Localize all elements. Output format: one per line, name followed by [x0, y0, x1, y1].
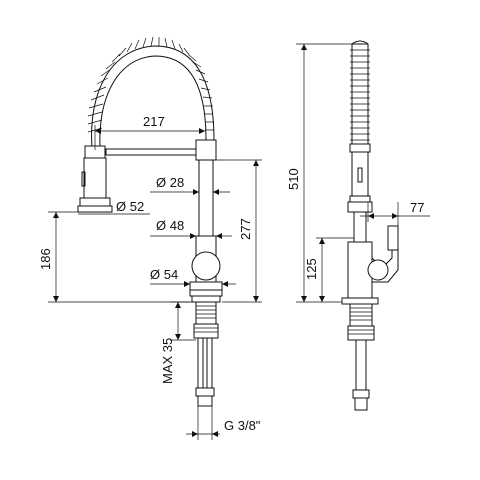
front-view: 217 Ø 28 Ø 52 Ø 48 277 186 Ø 54 MAX 35 G…: [38, 36, 262, 440]
side-spray-head: [347, 143, 373, 213]
dim-77-label: 77: [410, 200, 424, 215]
dim-max35-label: MAX 35: [160, 338, 175, 384]
dim-dia28-label: Ø 28: [156, 175, 184, 190]
side-view: 510 125 77: [286, 40, 430, 411]
spring-coil: [87, 36, 215, 149]
dim-dia52-label: Ø 52: [116, 199, 144, 214]
side-spring-coil: [350, 40, 370, 145]
dim-dia48-label: Ø 48: [156, 218, 184, 233]
side-shank-hose: [347, 303, 375, 411]
side-body: [341, 225, 399, 305]
dim-217-label: 217: [143, 114, 165, 129]
dim-510-label: 510: [286, 168, 301, 190]
faucet-body: [189, 235, 223, 297]
side-vertical-tube: [353, 211, 367, 243]
dim-dia54-label: Ø 54: [150, 267, 178, 282]
front-dimension-lines: [48, 125, 262, 440]
vertical-tube: [198, 159, 214, 237]
supply-hoses: [195, 337, 215, 407]
side-dimension-lines: [296, 43, 430, 303]
dim-186-label: 186: [38, 248, 53, 270]
dim-125-label: 125: [304, 258, 319, 280]
spout-arm: [105, 139, 217, 161]
base-shank: [191, 295, 221, 339]
dim-connection-label: G 3/8": [224, 418, 261, 433]
spray-head: [77, 145, 113, 213]
dim-277-label: 277: [238, 218, 253, 240]
